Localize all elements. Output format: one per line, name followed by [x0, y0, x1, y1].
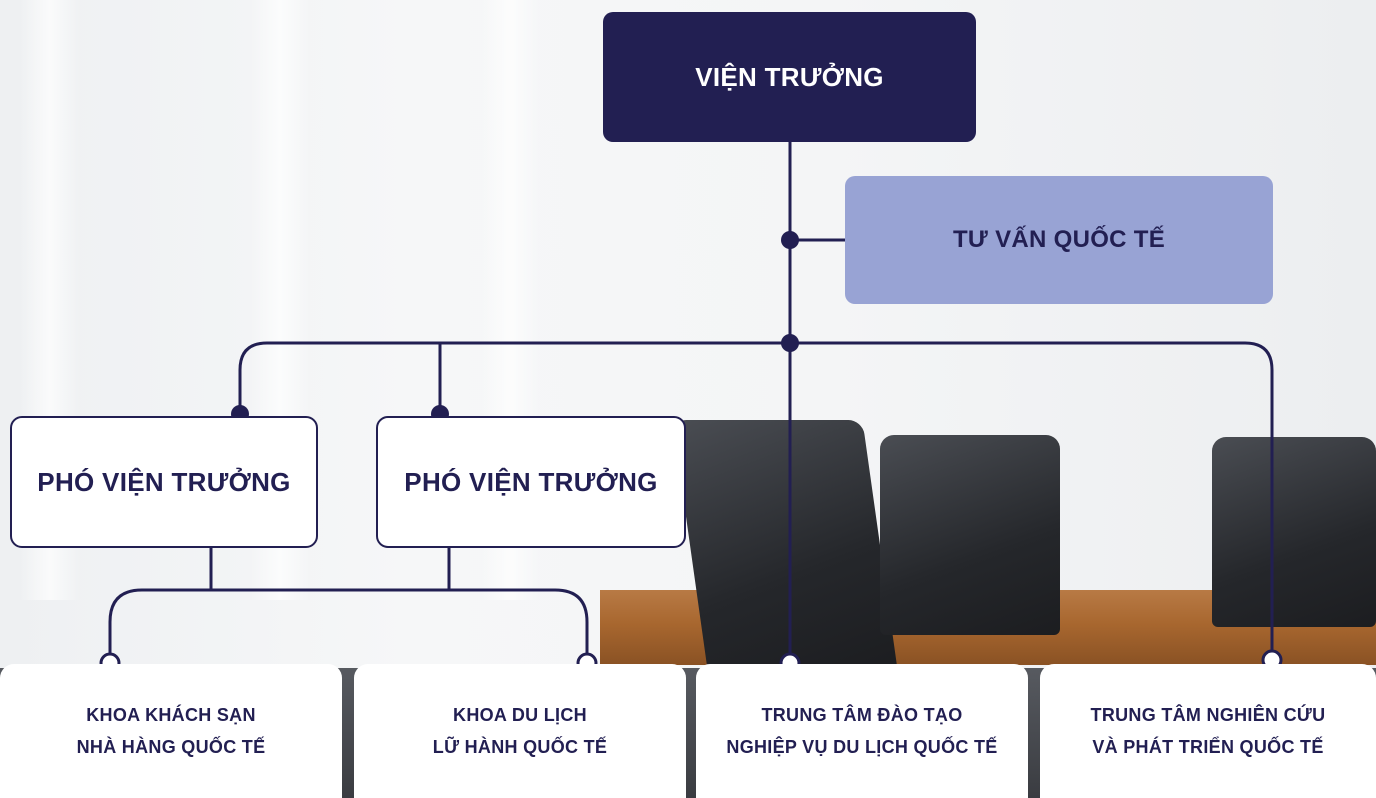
director-label: VIỆN TRƯỞNG — [695, 61, 884, 92]
department-line: TRUNG TÂM ĐÀO TẠO — [761, 705, 963, 725]
department-line: KHOA DU LỊCH — [453, 705, 587, 725]
deputy-director-label: PHÓ VIỆN TRƯỞNG — [404, 466, 658, 497]
department-line: LỮ HÀNH QUỐC TẾ — [432, 737, 608, 757]
chair — [1212, 437, 1376, 627]
chair — [880, 435, 1060, 635]
department-line: TRUNG TÂM NGHIÊN CỨU — [1090, 705, 1326, 725]
advisor-box: TƯ VẤN QUỐC TẾ — [845, 176, 1273, 304]
deputy-director-box: PHÓ VIỆN TRƯỞNG — [10, 416, 318, 548]
department-line: NGHIỆP VỤ DU LỊCH QUỐC TẾ — [726, 737, 998, 757]
department-line: VÀ PHÁT TRIỂN QUỐC TẾ — [1092, 737, 1324, 757]
department-line: KHOA KHÁCH SẠN — [86, 705, 256, 725]
department-box-travel: KHOA DU LỊCH LỮ HÀNH QUỐC TẾ — [354, 664, 686, 798]
junction-dot — [781, 334, 799, 352]
department-line: NHÀ HÀNG QUỐC TẾ — [76, 737, 266, 757]
junction-dot — [781, 231, 799, 249]
faculty-bus — [108, 588, 589, 660]
junction-dots — [231, 231, 799, 423]
main-bus — [238, 341, 1274, 660]
department-box-training-center: TRUNG TÂM ĐÀO TẠO NGHIỆP VỤ DU LỊCH QUỐC… — [696, 664, 1028, 798]
director-box: VIỆN TRƯỞNG — [603, 12, 976, 142]
deputy-director-box: PHÓ VIỆN TRƯỞNG — [376, 416, 686, 548]
deputy-director-label: PHÓ VIỆN TRƯỞNG — [37, 466, 291, 497]
advisor-label: TƯ VẤN QUỐC TẾ — [952, 226, 1166, 253]
department-box-hotel-restaurant: KHOA KHÁCH SẠN NHÀ HÀNG QUỐC TẾ — [0, 664, 342, 798]
department-box-research-center: TRUNG TÂM NGHIÊN CỨU VÀ PHÁT TRIỂN QUỐC … — [1040, 664, 1376, 798]
